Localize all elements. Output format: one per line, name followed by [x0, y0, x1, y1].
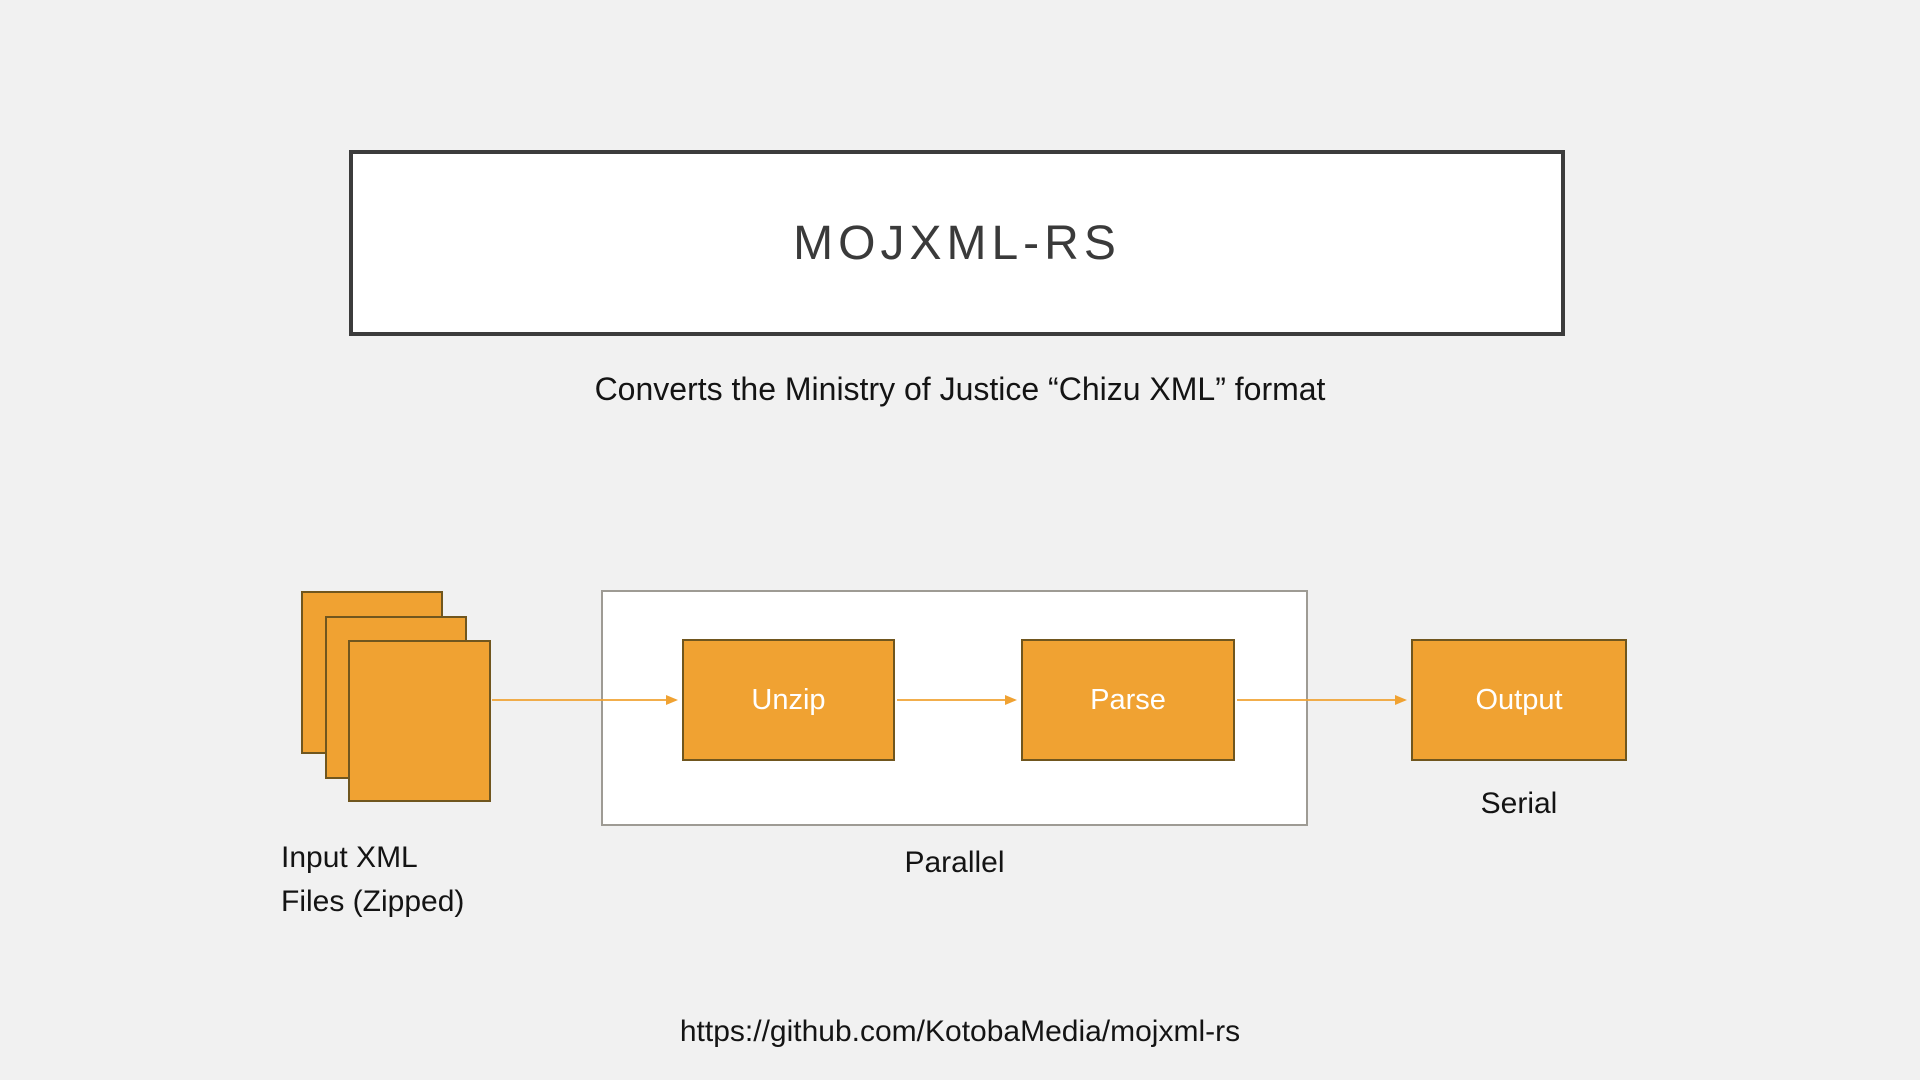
input-files-label: Input XML Files (Zipped) [281, 836, 641, 924]
node-unzip-label: Unzip [751, 683, 826, 716]
node-unzip: Unzip [682, 639, 895, 761]
serial-label: Serial [1480, 787, 1558, 820]
node-parse: Parse [1021, 639, 1235, 761]
parallel-label: Parallel [904, 846, 1005, 879]
node-output: Output [1411, 639, 1627, 761]
subtitle: Converts the Ministry of Justice “Chizu … [594, 371, 1326, 407]
input-files-label-line2: Files (Zipped) [281, 885, 465, 918]
title-box: MOJXML-RS [349, 150, 1565, 336]
file-sheet-front [348, 640, 491, 802]
node-parse-label: Parse [1090, 683, 1166, 716]
node-output-label: Output [1475, 683, 1563, 716]
page-title: MOJXML-RS [793, 216, 1121, 270]
input-files-label-line1: Input XML [281, 841, 418, 874]
footer-url: https://github.com/KotobaMedia/mojxml-rs [679, 1015, 1241, 1048]
